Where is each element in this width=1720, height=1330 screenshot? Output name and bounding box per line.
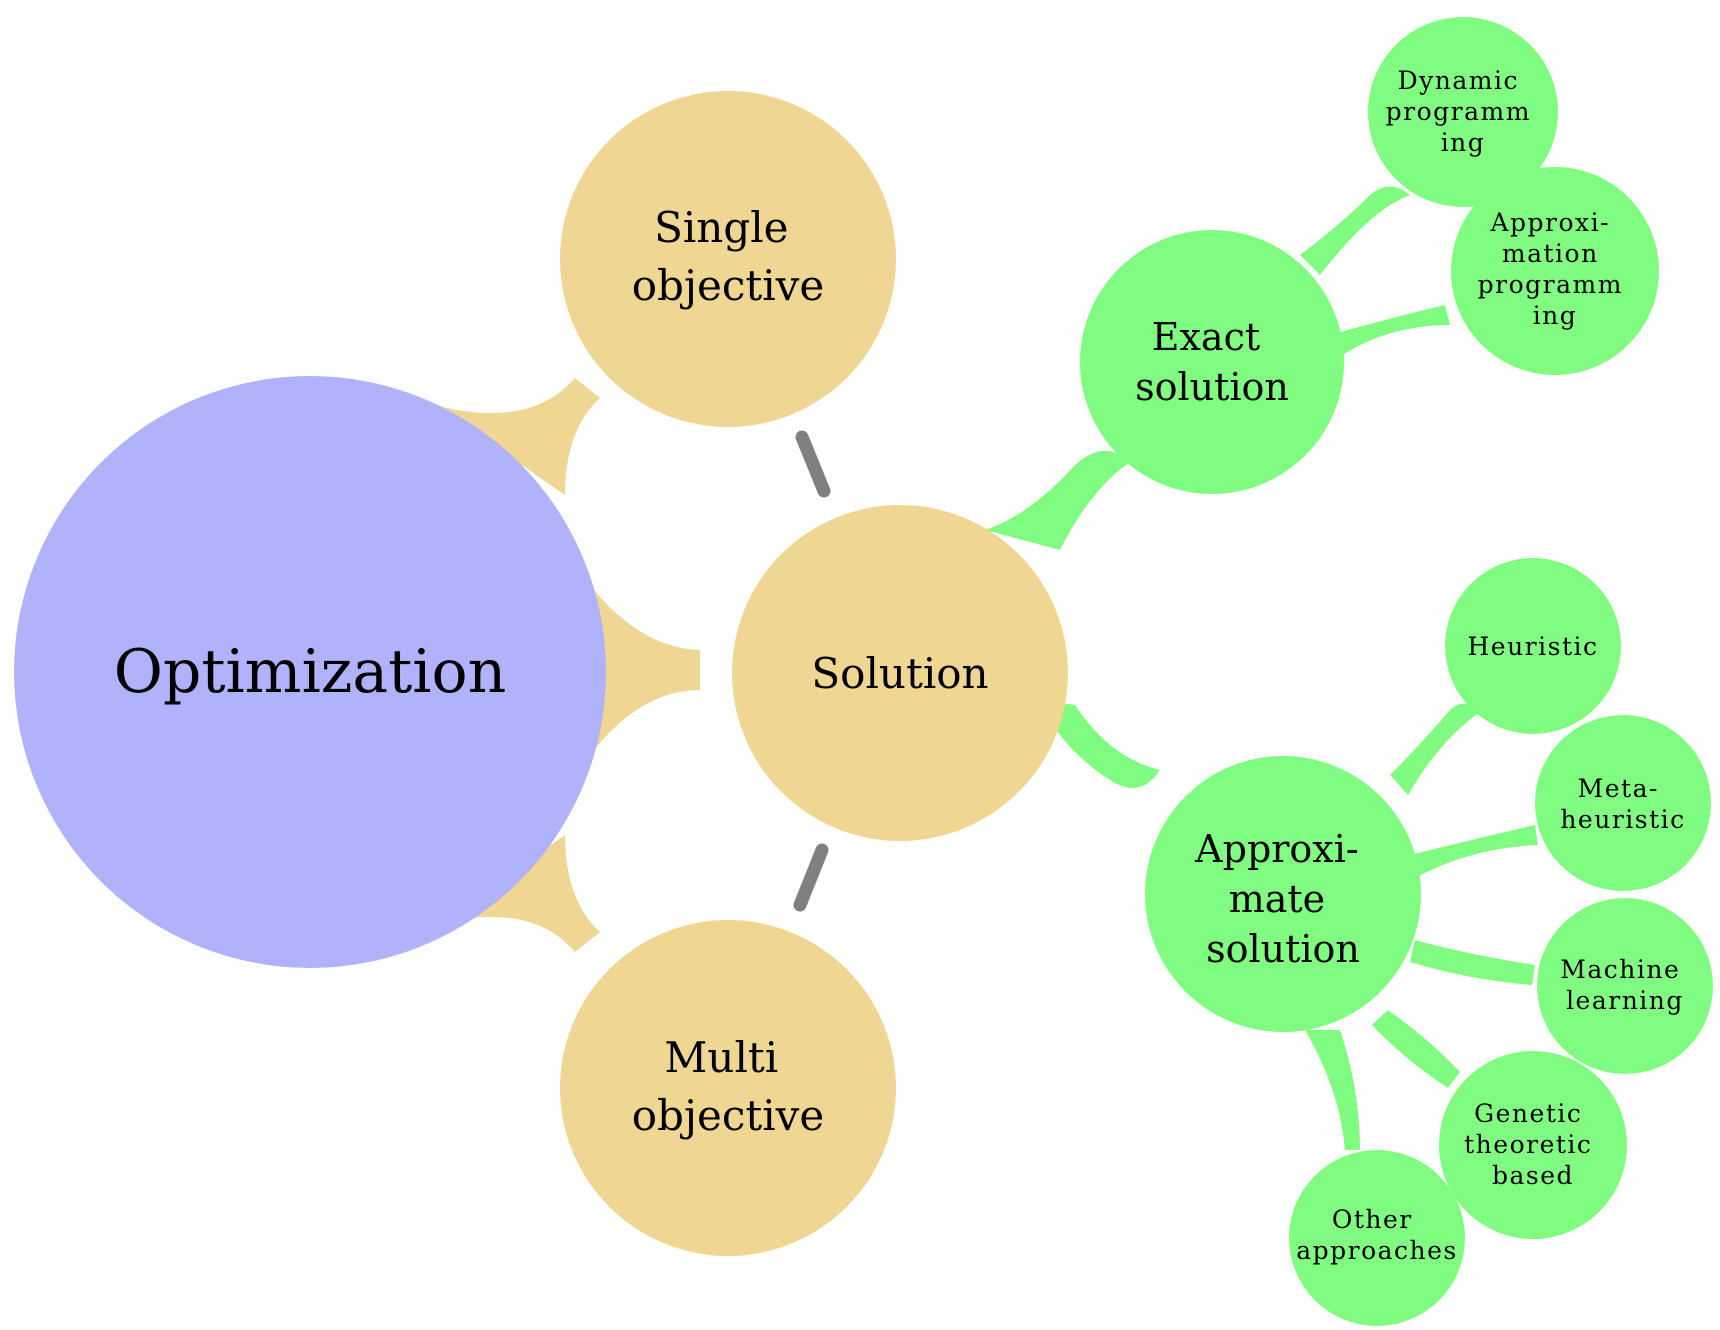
node-other-approaches-label: Other approaches [1296,1205,1458,1265]
node-genetic-theoretic-based-label-line: theoretic [1464,1130,1592,1159]
node-genetic-theoretic-based-label-line: Genetic [1474,1099,1582,1128]
node-exact-solution-label: Exact solution [1135,315,1289,409]
node-multi-objective-label: Multi objective [632,1033,824,1140]
node-approximation-programming-label-line: programm [1478,270,1623,299]
node-single-objective[interactable]: Single objective [560,91,896,427]
connector-optimization-multi-objective [435,835,600,952]
connector-approx-machine-learning [1410,940,1535,985]
connector-approx-heuristic [1390,703,1480,795]
node-approximate-solution[interactable]: Approxi- mate solution [1145,756,1421,1032]
node-solution[interactable]: Solution [732,505,1068,841]
node-multi-objective-circle [560,920,896,1256]
node-machine-learning-label-line: Machine [1560,955,1680,984]
node-optimization-label-line: Optimization [114,637,506,707]
connector-exact-dynamic-programming [1300,186,1410,275]
node-approximation-programming-label-line: mation [1502,239,1599,268]
node-exact-solution[interactable]: Exact solution [1080,230,1344,494]
node-meta-heuristic-label-line: heuristic [1560,805,1685,834]
node-meta-heuristic-label-line: Meta- [1578,774,1659,803]
node-approximation-programming[interactable]: Approxi- mation programm ing [1451,167,1659,375]
node-approximation-programming-circle [1451,167,1659,375]
node-approximate-solution-circle [1145,756,1421,1032]
node-approximation-programming-label-line: ing [1533,301,1578,330]
node-machine-learning-label: Machine learning [1560,955,1689,1015]
node-dynamic-programming-label-line: ing [1441,128,1486,157]
node-exact-solution-circle [1080,230,1344,494]
node-single-objective-label-line: Single [654,203,788,252]
node-meta-heuristic-circle [1535,715,1711,891]
connector-exact-approximation-programming [1330,305,1450,360]
node-multi-objective[interactable]: Multi objective [560,920,896,1256]
node-optimization[interactable]: Optimization [14,376,606,968]
node-dynamic-programming-label: Dynamic programm ing [1386,66,1541,157]
node-multi-objective-label-line: Multi [664,1033,778,1082]
node-genetic-theoretic-based-label: Genetic theoretic based [1464,1099,1602,1190]
node-approximate-solution-label-line: mate [1229,877,1325,921]
node-machine-learning-circle [1537,898,1713,1074]
node-approximation-programming-label-line: Approxi- [1489,208,1610,237]
node-solution-circle [732,505,1068,841]
connector-approx-other-approaches [1305,1030,1360,1150]
node-heuristic-label-line: Heuristic [1467,632,1598,661]
node-dynamic-programming-label-line: Dynamic [1398,66,1519,95]
connector-solution-exact-solution [985,450,1130,550]
node-exact-solution-label-line: solution [1135,365,1289,409]
node-approximate-solution-label-line: Approxi- [1194,827,1359,871]
node-other-approaches-circle [1289,1150,1465,1326]
dashed-link-solution-multi [793,843,829,912]
node-optimization-circle [14,376,606,968]
node-solution-label-line: Solution [811,649,988,698]
node-approximate-solution-label-line: solution [1206,927,1360,971]
node-genetic-theoretic-based-circle [1439,1051,1627,1239]
connector-optimization-solution [590,585,700,755]
node-heuristic-circle [1445,558,1621,734]
node-genetic-theoretic-based-label-line: based [1492,1161,1574,1190]
connector-solution-approximate-solution [1040,700,1160,788]
node-other-approaches[interactable]: Other approaches [1289,1150,1465,1326]
node-other-approaches-label-line: approaches [1296,1236,1458,1265]
node-approximation-programming-label: Approxi- mation programm ing [1478,208,1633,330]
node-dynamic-programming-circle [1368,17,1558,207]
node-genetic-theoretic-based[interactable]: Genetic theoretic based [1439,1051,1627,1239]
node-solution-label: Solution [811,649,988,698]
dashed-link-single-solution [795,430,831,498]
node-dynamic-programming-label-line: programm [1386,97,1531,126]
node-approximate-solution-label: Approxi- mate solution [1194,827,1371,971]
node-machine-learning[interactable]: Machine learning [1537,898,1713,1074]
node-other-approaches-label-line: Other [1332,1205,1413,1234]
node-dynamic-programming[interactable]: Dynamic programm ing [1368,17,1558,207]
node-heuristic-label: Heuristic [1467,632,1598,661]
node-optimization-label: Optimization [114,637,506,707]
connector-optimization-single-objective [435,378,600,495]
node-meta-heuristic[interactable]: Meta- heuristic [1535,715,1711,891]
connector-approx-meta-heuristic [1410,825,1538,878]
node-machine-learning-label-line: learning [1566,986,1684,1015]
node-exact-solution-label-line: Exact [1152,315,1260,359]
node-meta-heuristic-label: Meta- heuristic [1560,774,1685,834]
node-single-objective-label-line: objective [632,261,824,310]
node-heuristic[interactable]: Heuristic [1445,558,1621,734]
node-single-objective-label: Single objective [632,203,824,310]
dashed-links [793,430,831,912]
node-multi-objective-label-line: objective [632,1091,824,1140]
connector-approx-genetic [1372,1010,1460,1088]
connectors [435,186,1538,1150]
node-single-objective-circle [560,91,896,427]
